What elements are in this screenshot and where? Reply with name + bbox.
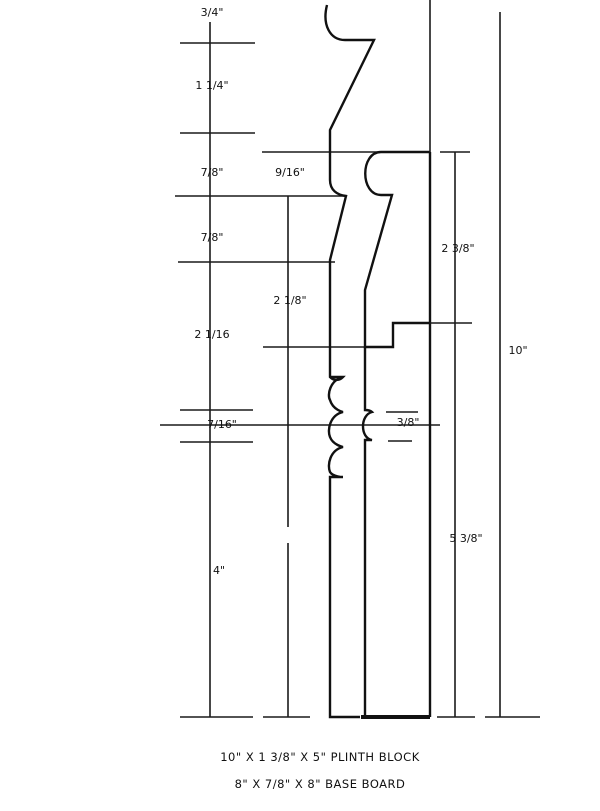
baseboard-dimension-line xyxy=(262,151,430,718)
dim-label: 3/8" xyxy=(397,416,420,429)
left-dimension-line xyxy=(160,22,440,718)
dim-label: 9/16" xyxy=(275,166,305,179)
dim-label: 10" xyxy=(508,344,527,357)
plinth-bead xyxy=(361,347,375,717)
dim-label: 5 3/8" xyxy=(449,532,482,545)
dim-label: 3/4" xyxy=(201,6,224,19)
dim-label: 4" xyxy=(213,564,225,577)
dim-label: 7/16" xyxy=(207,418,237,431)
baseboard-profile xyxy=(324,4,376,719)
caption-plinth: 10" X 1 3/8" X 5" PLINTH BLOCK xyxy=(220,750,420,764)
dim-label: 1 1/4" xyxy=(195,79,228,92)
dim-label: 2 1/8" xyxy=(273,294,306,307)
dim-label: 7/8" xyxy=(201,166,224,179)
plinth-block-profile xyxy=(363,150,430,349)
dim-label: 2 1/16 xyxy=(194,328,229,341)
caption-baseboard: 8" X 7/8" X 8" BASE BOARD xyxy=(235,777,406,791)
dim-label: 2 3/8" xyxy=(441,242,474,255)
right-dimension-lines xyxy=(430,12,540,718)
dim-label: 7/8" xyxy=(201,231,224,244)
